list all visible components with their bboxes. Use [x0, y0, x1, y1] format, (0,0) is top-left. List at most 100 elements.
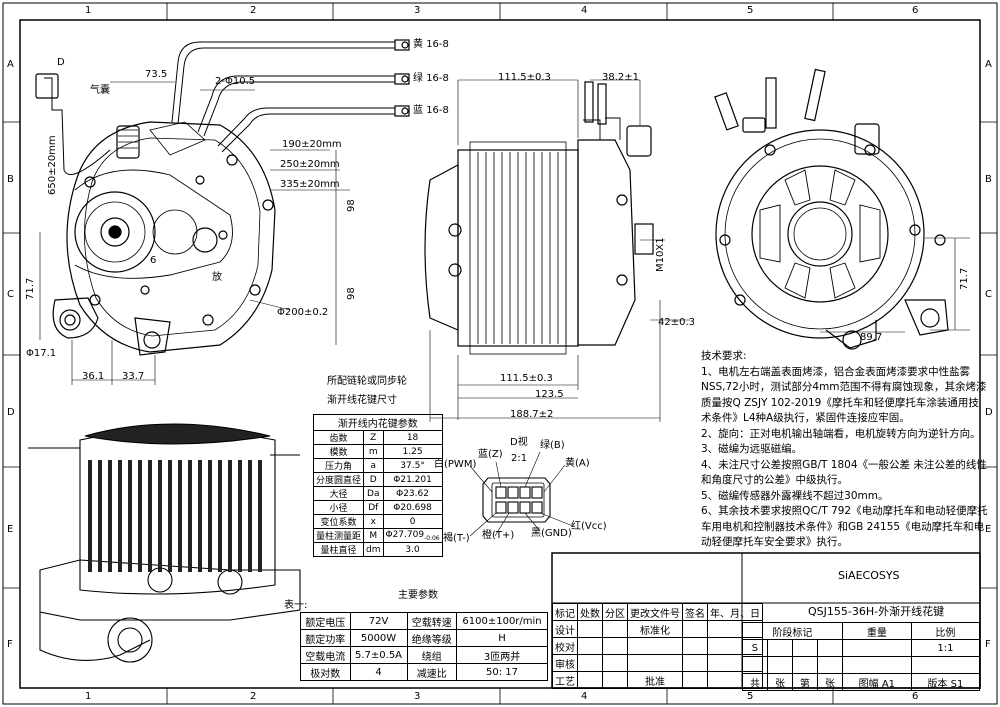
table-row: 设计标准化 [552, 620, 763, 638]
cell: Z [363, 430, 384, 445]
front-dimensions [39, 81, 350, 385]
rear-view [714, 68, 949, 350]
format-value: A1 [881, 678, 896, 690]
grid-col-5-bottom: 5 [747, 691, 754, 702]
requirement-item: 3、磁编为远驱磁编。 [701, 443, 803, 455]
revision-table: 标记 处数 分区 更改文件号 签名 年、月、日 设计标准化 校对 审核 工艺批准 [552, 603, 763, 689]
cell: 1:1 [910, 639, 981, 657]
grid-col-1: 1 [85, 5, 92, 16]
cell: 齿数 [312, 430, 365, 445]
cell: 批准 [627, 671, 683, 689]
connector-ratio: 2:1 [511, 453, 528, 464]
cell [577, 671, 603, 689]
dim-89-7: 89.7 [860, 332, 883, 343]
side-fins [477, 152, 567, 344]
cell: dm [363, 542, 384, 557]
cell: 1.25 [382, 444, 443, 459]
cell: 签名 [682, 603, 708, 621]
pin-yellow-a: 黄(A) [565, 458, 590, 469]
table-row: 标记 处数 分区 更改文件号 签名 年、月、日 [552, 603, 763, 621]
drawing-name: QSJ155-36H-外渐开线花键 [808, 605, 945, 618]
dim-335: 335±20mm [280, 179, 340, 190]
cell: H [456, 629, 548, 647]
pin-blue-z: 蓝(Z) [478, 449, 503, 460]
cell [841, 656, 912, 674]
label-d: D [57, 57, 65, 68]
cell: 张 [766, 673, 793, 691]
cell: 分度圆直径 [312, 472, 365, 487]
dim-6: 6 [150, 255, 157, 266]
cell [602, 671, 628, 689]
cell [602, 637, 628, 655]
table-row: S 1:1 [742, 639, 981, 657]
cell: 张 [816, 673, 843, 691]
dim-m10x1: M10X1 [655, 237, 666, 272]
dim-98-top: 98 [346, 199, 357, 212]
grid-row-e: E [7, 524, 14, 535]
requirement-item: 1、电机左右端盖表面烤漆，铝合金表面烤漆要求中性盐雾NSS,72小时，测试部分4… [701, 365, 987, 425]
label-fang: 放 [212, 272, 222, 283]
grid-col-3: 3 [414, 5, 421, 16]
cell [682, 637, 708, 655]
dim-250: 250±20mm [280, 159, 340, 170]
wire-blue-name: 蓝 [413, 105, 423, 116]
main-params-table-label: 表一: [284, 600, 308, 611]
grid-col-5: 5 [747, 5, 754, 16]
grid-row-c-right: C [985, 289, 992, 300]
wire-yellow-size: 16-8 [426, 39, 449, 50]
cell: 图幅 A1 [841, 673, 912, 691]
cell: 标记 [552, 603, 578, 621]
wire-label-yellow: 黄 16-8 [413, 40, 449, 50]
cell: 72V [349, 612, 408, 630]
cell [841, 639, 912, 657]
cell: 工艺 [552, 671, 578, 689]
dim-42: 42±0.3 [658, 317, 696, 328]
dim-650: 650±20mm [47, 135, 58, 195]
cell: 模数 [312, 444, 365, 459]
dim-38-2: 38.2±1 [602, 72, 640, 83]
grid-row-d: D [7, 407, 15, 418]
grid-col-3-bottom: 3 [414, 691, 421, 702]
grid-col-4: 4 [581, 5, 588, 16]
cell [910, 656, 981, 674]
spline-note-1: 所配链轮或同步轮 [327, 376, 407, 387]
cell: 压力角 [312, 458, 365, 473]
grid-col-1-bottom: 1 [85, 691, 92, 702]
cell [766, 639, 793, 657]
grid-col-2: 2 [250, 5, 257, 16]
spline-table-title: 渐开线内花键参数 [313, 414, 443, 431]
cell: 处数 [577, 603, 603, 621]
requirement-item: 4、未注尺寸公差按照GB/T 1804《一般公差 未注公差的线性和角度尺寸的公差… [701, 458, 987, 487]
cell [627, 637, 683, 655]
cell: 量柱直径 [312, 542, 365, 557]
cell: S [742, 639, 768, 657]
cell: 极对数 [300, 663, 351, 681]
cell [682, 671, 708, 689]
grid-col-6: 6 [912, 5, 919, 16]
isometric-view [28, 423, 301, 663]
cell: 额定功率 [300, 629, 351, 647]
dim-111-5-top: 111.5±0.3 [498, 72, 551, 83]
grid-row-d-right: D [985, 407, 993, 418]
cell: Df [363, 500, 384, 515]
cell: 0 [382, 514, 443, 529]
cell: Φ23.62 [382, 486, 443, 501]
table-row [742, 656, 981, 674]
cell: 空载电流 [300, 646, 351, 664]
table-row: 阶段标记重量比例 [742, 622, 981, 640]
cell: 变位系数 [312, 514, 365, 529]
pin-brown-t-minus: 褐(T-) [443, 533, 470, 544]
cell: 5.7±0.5A [349, 646, 408, 664]
grid-col-2-bottom: 2 [250, 691, 257, 702]
cell: 共 [742, 673, 768, 691]
cell: 校对 [552, 637, 578, 655]
